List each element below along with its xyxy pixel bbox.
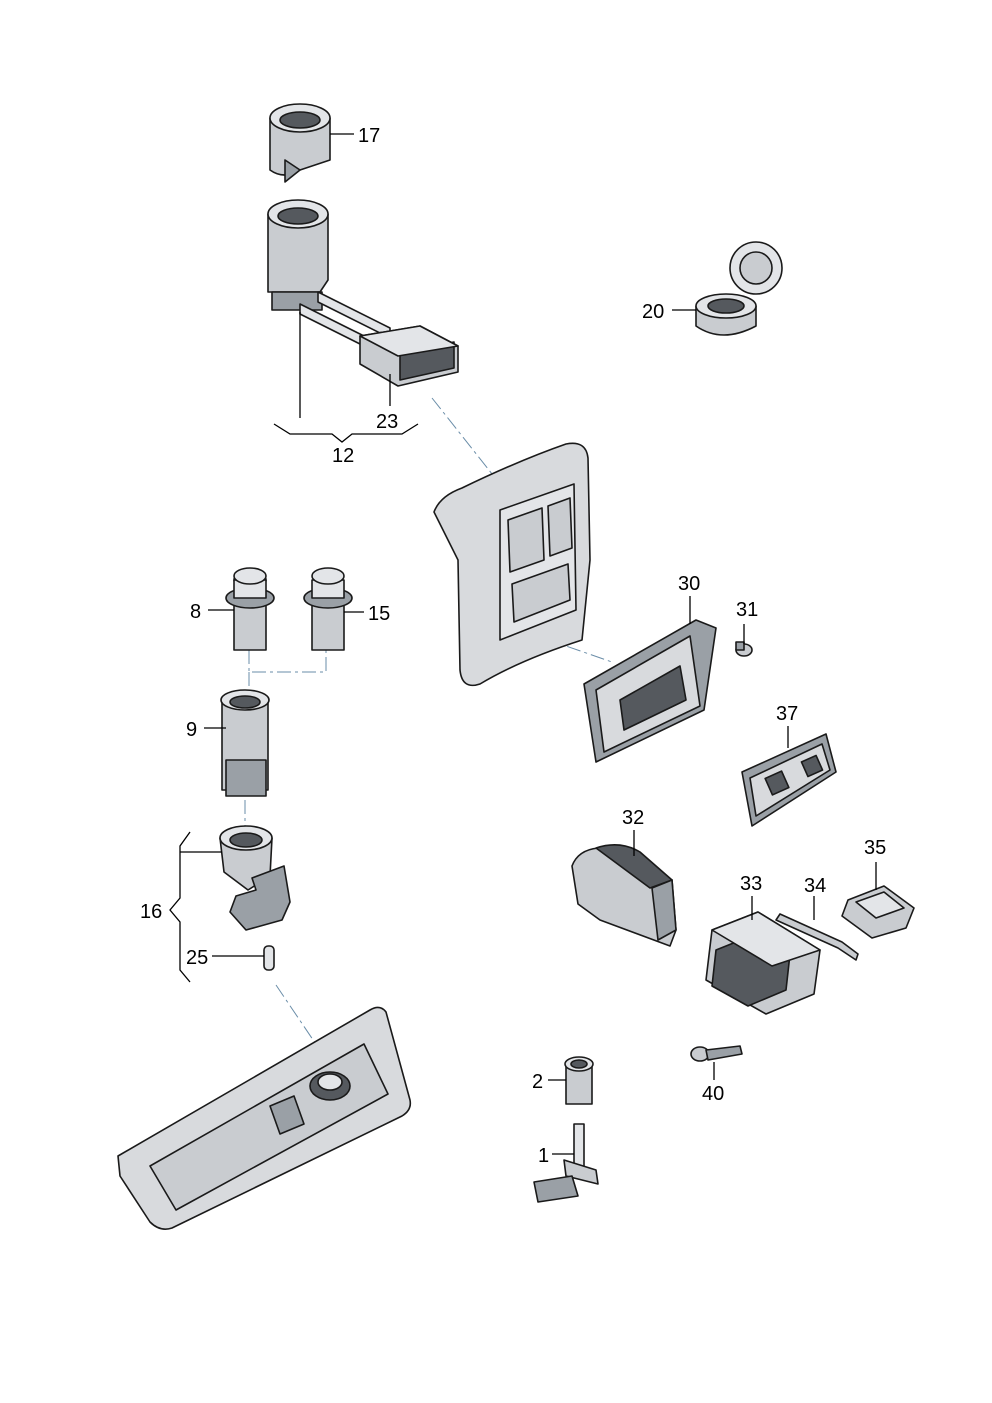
part-15-plug [303, 567, 353, 651]
callout-25: 25 [186, 947, 208, 969]
part-8-plug [225, 567, 275, 651]
callout-31: 31 [736, 599, 758, 621]
part-34-bracket-strip [775, 913, 859, 961]
part-37-switch-bezel [741, 733, 837, 827]
center-console [117, 1006, 412, 1230]
part-16-socket-assembly [219, 825, 291, 931]
callout-2: 2 [532, 1071, 543, 1093]
part-25-bulb [263, 945, 275, 971]
callout-20: 20 [642, 301, 664, 323]
part-31-screw [735, 641, 753, 657]
callout-1: 1 [538, 1145, 549, 1167]
part-23-connector [359, 325, 459, 387]
callout-8: 8 [190, 601, 201, 623]
callout-15: 15 [368, 603, 390, 625]
trim-panel [433, 442, 591, 687]
callout-12: 12 [332, 445, 354, 467]
part-9-socket [220, 689, 270, 797]
callout-37: 37 [776, 703, 798, 725]
callout-16: 16 [140, 901, 162, 923]
part-17-socket [269, 103, 331, 183]
part-2-socket [564, 1056, 594, 1105]
callout-23: 23 [376, 411, 398, 433]
part-20-socket-with-cap [695, 241, 783, 336]
callout-17: 17 [358, 125, 380, 147]
bracket-16 [169, 831, 191, 983]
callout-32: 32 [622, 807, 644, 829]
part-32-storage-box [571, 844, 677, 947]
callout-35: 35 [864, 837, 886, 859]
callout-40: 40 [702, 1083, 724, 1105]
assembly-line-trim-to-30 [519, 629, 613, 663]
callout-30: 30 [678, 573, 700, 595]
part-30-mounting-frame [583, 619, 717, 763]
callout-34: 34 [804, 875, 826, 897]
part-33-housing [705, 911, 821, 1015]
callout-9: 9 [186, 719, 197, 741]
part-40-screw [690, 1045, 743, 1062]
part-12-socket-with-harness [267, 199, 391, 351]
assembly-line-8-15-to-9 [248, 650, 327, 688]
bracket-12 [273, 423, 419, 443]
part-35-module [841, 885, 915, 939]
part-1-holder [533, 1123, 599, 1203]
callout-33: 33 [740, 873, 762, 895]
